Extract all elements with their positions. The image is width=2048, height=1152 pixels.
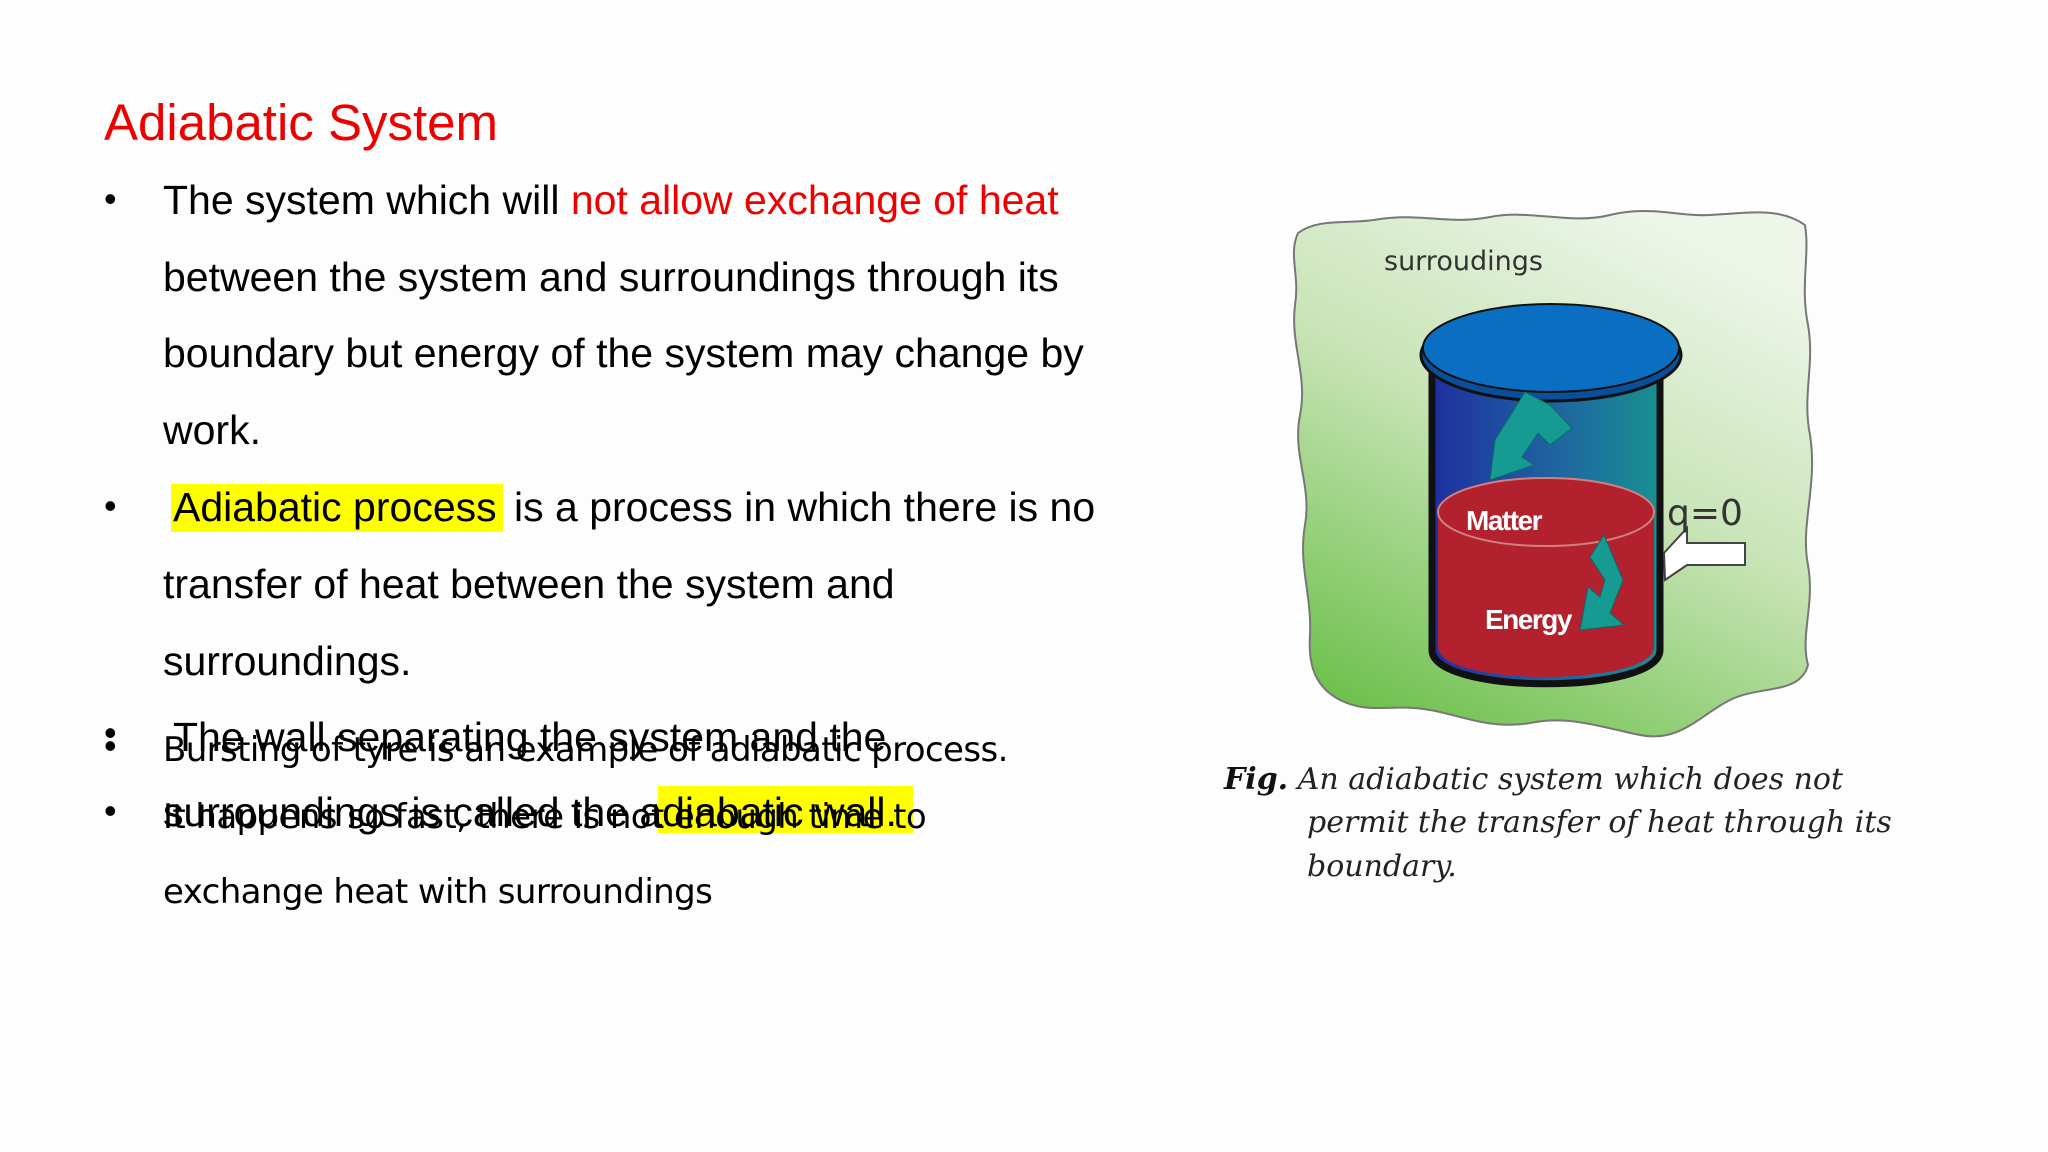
cycle-arrow-icon [1489, 391, 1573, 481]
adiabatic-diagram-illustration: surroudings Matter Energy q=0 [1292, 209, 1814, 738]
bullet-dot: • [104, 790, 117, 831]
bullet-dot: • [104, 725, 117, 766]
bullet-2-line-1: Adiabatic process is a process in which … [171, 483, 1096, 532]
figure-caption-prefix: Fig. [1224, 762, 1289, 797]
figure-caption-line-1: Fig. An adiabatic system which does not [1224, 758, 1843, 802]
bullet-2-line-3: surroundings. [163, 638, 412, 684]
period: . [885, 789, 897, 835]
highlighted-term: Adiabatic process [171, 484, 503, 532]
surroundings-label: surroudings [1384, 246, 1543, 277]
energy-label: Energy [1485, 604, 1573, 635]
bullet-1-line-3: boundary but energy of the system may ch… [163, 330, 1084, 376]
caption-text: An adiabatic system which does not [1297, 762, 1844, 797]
bullet-1-line-2: between the system and surroundings thro… [163, 254, 1059, 300]
bullet-3-line-2: surroundings is called the adiabatic wal… [163, 788, 897, 836]
bullet-dot: • [104, 178, 117, 219]
cycle-arrow-icon [1579, 533, 1626, 631]
bullet-1-line-1: The system which will not allow exchange… [163, 176, 1059, 224]
overlay-bullet-2-line-2: exchange heat with surroundings [163, 872, 713, 912]
q-equals-zero-label: q=0 [1667, 493, 1743, 534]
matter-label: Matter [1466, 505, 1543, 536]
overlay-bullet-2-line-1: It happens so fast, there is not enough … [163, 797, 927, 837]
overlay-bullet-1: Bursting of tyre is an example of adiaba… [163, 730, 1008, 770]
bullet-dot: • [104, 712, 117, 753]
bullet-text: surroundings is called the [163, 789, 640, 835]
emphasis-text: not allow exchange of heat [570, 177, 1059, 223]
bullet-text: is a process in which there is no [502, 484, 1096, 530]
bullet-1-line-4: work. [163, 407, 261, 453]
bullet-dot: • [104, 485, 117, 526]
bullet-3-line-1: The wall separating the system and the [173, 714, 887, 760]
bullet-text: The system which will [163, 177, 571, 223]
highlighted-term: adiabatic wall [639, 789, 886, 835]
heat-arrow-icon [1662, 525, 1746, 582]
slide-title: Adiabatic System [104, 94, 499, 151]
bullet-2-line-2: transfer of heat between the system and [163, 561, 895, 607]
adiabatic-system-figure: surroudings Matter Energy q=0 [1280, 195, 1825, 750]
figure-caption-line-2: permit the transfer of heat through its [1307, 805, 1892, 840]
highlight-box [658, 786, 913, 833]
figure-caption-line-3: boundary. [1307, 849, 1457, 884]
